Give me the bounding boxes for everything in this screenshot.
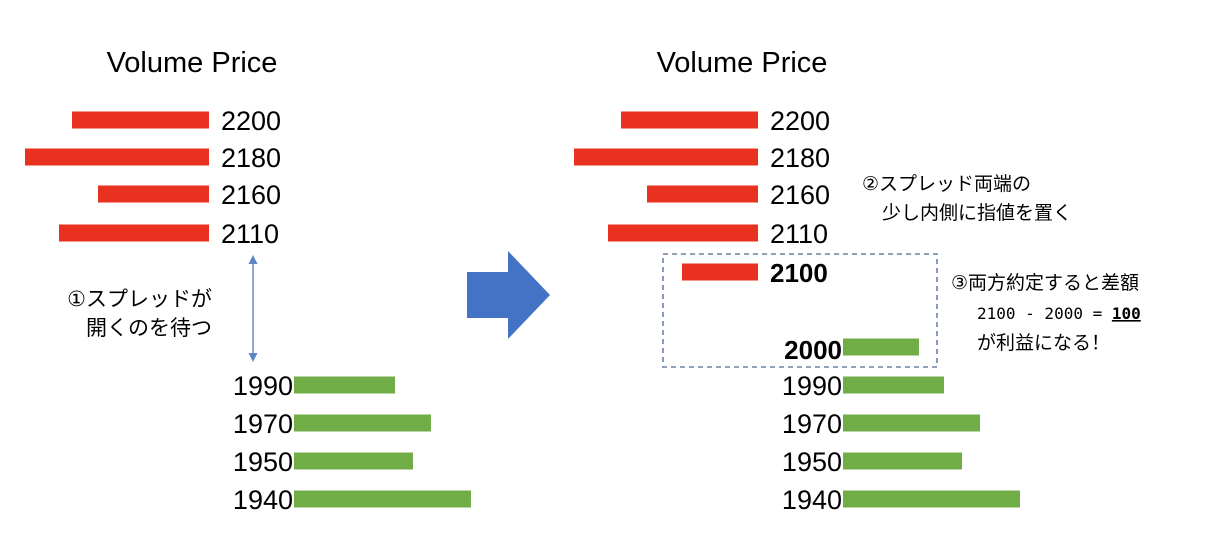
left-ask-volume-bar-2180 (25, 148, 209, 166)
right-bid-volume-bar-1940 (843, 490, 1020, 508)
spread-double-arrow (248, 255, 258, 362)
new-bid-price: 2000 (784, 335, 842, 365)
right-bid-volume-bar-1970 (843, 414, 980, 432)
right-ask-levels: 2200 2180 2160 2110 (574, 106, 830, 249)
profit-note-line3: が利益になる！ (977, 332, 1110, 354)
left-ask-levels: 2200 2180 2160 2110 (25, 106, 281, 249)
right-bid-price-1990: 1990 (782, 371, 842, 401)
left-ask-price-2200: 2200 (221, 106, 281, 136)
right-ask-price-2180: 2180 (770, 143, 830, 173)
left-bid-levels: 1990 1970 1950 1940 (233, 371, 471, 515)
placed-orders-box (662, 253, 938, 368)
left-bid-volume-bar-1950 (294, 452, 413, 470)
right-ask-price-2110: 2110 (770, 219, 828, 249)
left-ask-price-2160: 2160 (221, 180, 281, 210)
left-ask-volume-bar-2200 (72, 111, 209, 129)
new-ask-volume-bar (682, 263, 758, 281)
right-ask-price-2200: 2200 (770, 106, 830, 136)
spread-note-line2: 開くのを待つ (86, 316, 212, 340)
spread-note-line1: ①スプレッドが (67, 287, 212, 311)
profit-formula: 2100 - 2000 = (977, 304, 1112, 323)
profit-note-line1: ③両方約定すると差額 (951, 272, 1139, 294)
right-bid-price-1970: 1970 (782, 409, 842, 439)
left-ask-volume-bar-2110 (59, 224, 209, 242)
left-bid-volume-bar-1990 (294, 376, 395, 394)
right-bid-price-1940: 1940 (782, 485, 842, 515)
new-bid-level: 2000 (784, 335, 919, 365)
placement-note-line1: ②スプレッド両端の (862, 173, 1031, 195)
left-ask-price-2180: 2180 (221, 143, 281, 173)
transition-arrow-icon (467, 251, 550, 339)
right-ask-price-2160: 2160 (770, 180, 830, 210)
right-ask-volume-bar-2200 (621, 111, 758, 129)
left-bid-volume-bar-1970 (294, 414, 431, 432)
new-ask-price: 2100 (770, 258, 828, 288)
right-bid-levels: 1990 1970 1950 1940 (782, 371, 1020, 515)
right-ask-volume-bar-2160 (647, 185, 758, 203)
right-bid-volume-bar-1990 (843, 376, 944, 394)
right-header: Volume Price (657, 47, 828, 79)
right-ask-volume-bar-2180 (574, 148, 758, 166)
left-bid-volume-bar-1940 (294, 490, 471, 508)
left-bid-price-1940: 1940 (233, 485, 293, 515)
left-ask-price-2110: 2110 (221, 219, 279, 249)
left-bid-price-1950: 1950 (233, 447, 293, 477)
right-ask-volume-bar-2110 (608, 224, 758, 242)
right-bid-price-1950: 1950 (782, 447, 842, 477)
right-bid-volume-bar-1950 (843, 452, 962, 470)
left-bid-price-1990: 1990 (233, 371, 293, 401)
profit-note-line2: 2100 - 2000 = 100 (977, 304, 1141, 323)
new-bid-volume-bar (843, 338, 919, 356)
new-ask-level: 2100 (682, 258, 828, 288)
left-ask-volume-bar-2160 (98, 185, 209, 203)
profit-value: 100 (1112, 304, 1141, 323)
placement-note-line2: 少し内側に指値を置く (882, 202, 1072, 224)
left-bid-price-1970: 1970 (233, 409, 293, 439)
left-header: Volume Price (107, 47, 278, 79)
